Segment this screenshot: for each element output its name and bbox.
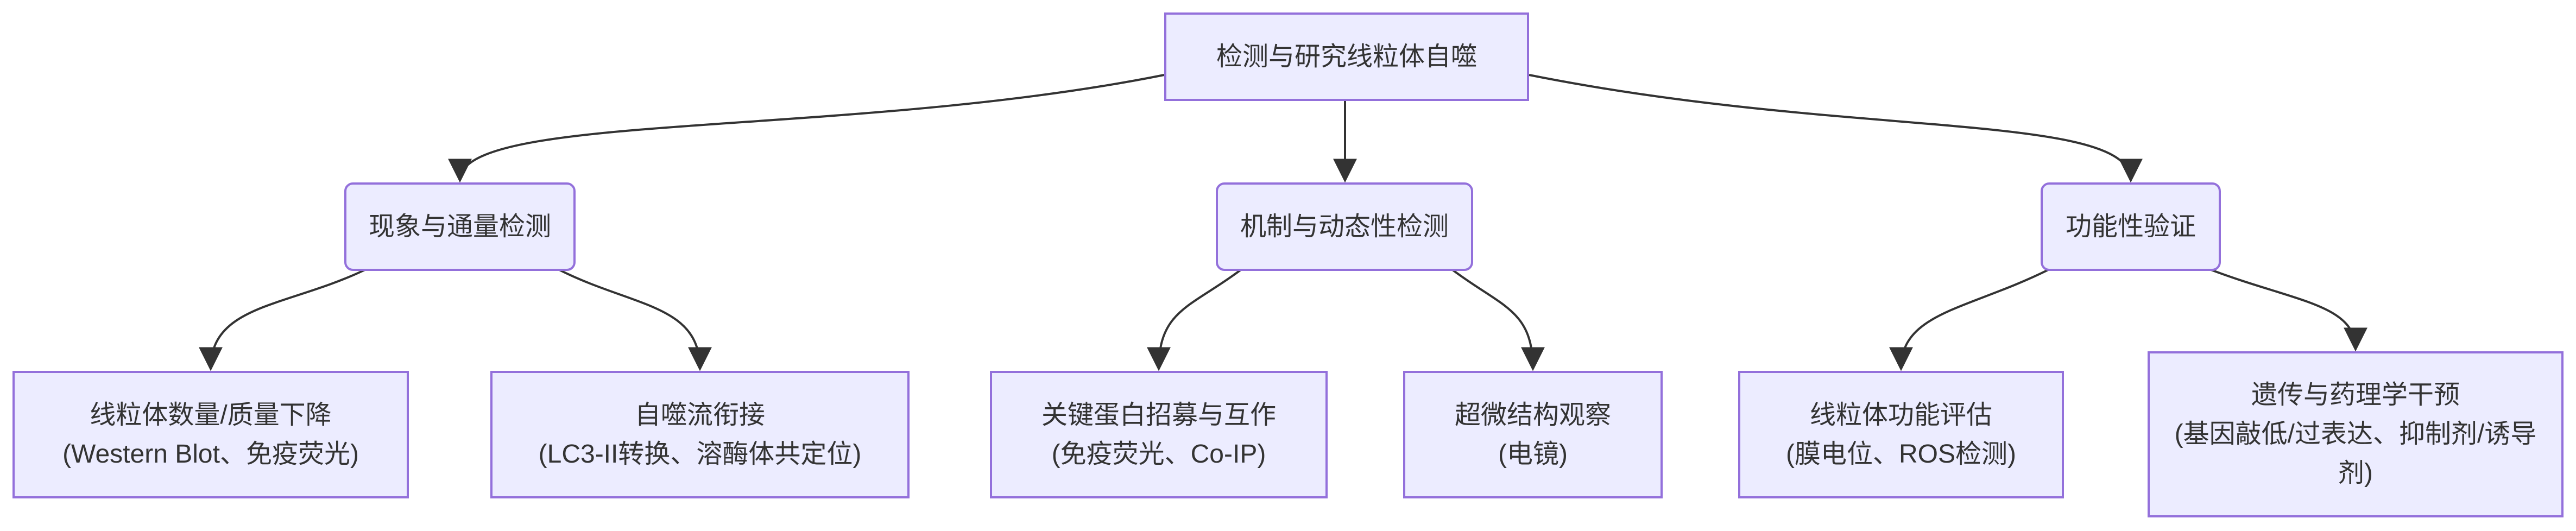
node-ultrastructure-title: 超微结构观察 [1454, 400, 1611, 429]
node-root-label: 检测与研究线粒体自噬 [1216, 42, 1477, 71]
node-functional-label: 功能性验证 [2065, 212, 2196, 241]
node-genetic-pharma-title: 遗传与药理学干预 [2251, 381, 2460, 409]
node-functional-validation: 功能性验证 [2041, 182, 2221, 271]
node-ultrastructure: 超微结构观察 (电镜) [1403, 371, 1663, 498]
edge-functional-intervention [2211, 269, 2367, 352]
node-autophagy-flux-title: 自噬流衔接 [634, 400, 765, 429]
edge-phenomenon-mito-decline [199, 269, 365, 371]
node-ultrastructure-detail: (电镜) [1498, 439, 1568, 469]
node-mechanism-dynamics-detection: 机制与动态性检测 [1216, 182, 1473, 271]
edge-root-functional [1529, 74, 2143, 183]
node-protein-recruitment-detail: (免疫荧光、Co-IP) [1051, 439, 1266, 469]
node-protein-recruitment: 关键蛋白招募与互作 (免疫荧光、Co-IP) [990, 371, 1328, 498]
node-mito-function-eval-title: 线粒体功能评估 [1809, 400, 1992, 429]
edge-functional-function-eval [1889, 269, 2049, 371]
edge-mechanism-ultrastructure [1451, 269, 1545, 371]
node-genetic-pharma-detail: (基因敲低/过表达、抑制剂/诱导剂) [2174, 420, 2537, 488]
edge-mechanism-recruitment [1147, 269, 1242, 371]
node-protein-recruitment-title: 关键蛋白招募与互作 [1041, 400, 1276, 429]
node-mito-decline-title: 线粒体数量/质量下降 [90, 400, 332, 429]
node-root: 检测与研究线粒体自噬 [1164, 12, 1529, 101]
node-mito-decline-detail: (Western Blot、免疫荧光) [62, 439, 359, 469]
edge-root-phenomenon [448, 74, 1165, 183]
node-mito-function-eval-detail: (膜电位、ROS检测) [1786, 439, 2016, 469]
edge-phenomenon-flux [559, 269, 712, 371]
node-autophagy-flux-detail: (LC3-II转换、溶酶体共定位) [538, 439, 862, 469]
node-mito-decline: 线粒体数量/质量下降 (Western Blot、免疫荧光) [12, 371, 409, 498]
node-phenomenon-label: 现象与通量检测 [368, 212, 551, 241]
node-genetic-pharma-intervention: 遗传与药理学干预 (基因敲低/过表达、抑制剂/诱导剂) [2148, 351, 2564, 517]
node-mechanism-label: 机制与动态性检测 [1240, 212, 1449, 241]
node-autophagy-flux: 自噬流衔接 (LC3-II转换、溶酶体共定位) [490, 371, 910, 498]
node-mito-function-eval: 线粒体功能评估 (膜电位、ROS检测) [1738, 371, 2064, 498]
node-phenomenon-flux-detection: 现象与通量检测 [344, 182, 576, 271]
